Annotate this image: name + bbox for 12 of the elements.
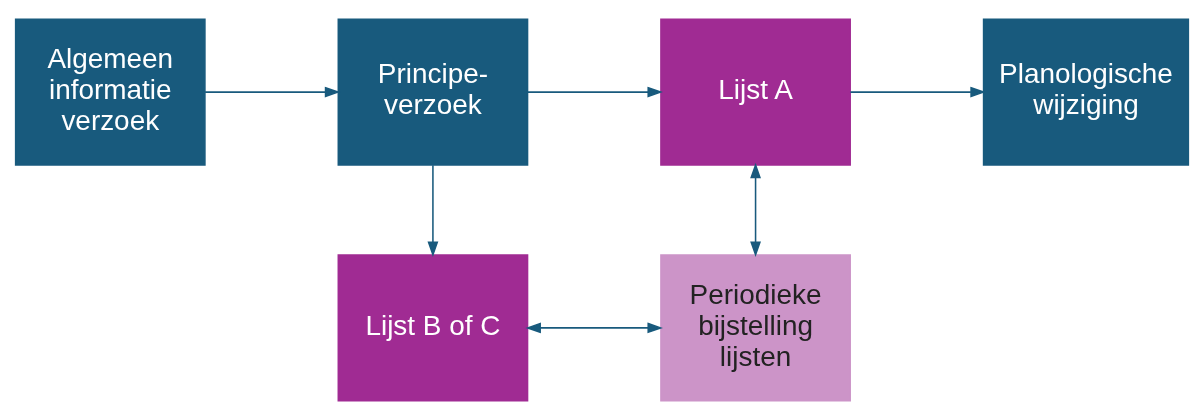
node-box: Lijst B of C bbox=[337, 254, 529, 402]
arrow bbox=[204, 86, 341, 98]
node-box: Planologische wijziging bbox=[982, 18, 1190, 166]
node-box: Principe- verzoek bbox=[337, 18, 529, 166]
node-box: Lijst A bbox=[660, 18, 851, 166]
arrow bbox=[525, 322, 663, 334]
node-box: Periodieke bijstelling lijsten bbox=[660, 254, 851, 402]
arrow bbox=[527, 86, 663, 98]
arrow bbox=[427, 164, 439, 257]
arrow bbox=[849, 86, 986, 98]
node-box: Algemeen informatie verzoek bbox=[14, 18, 206, 166]
arrow bbox=[750, 162, 761, 257]
